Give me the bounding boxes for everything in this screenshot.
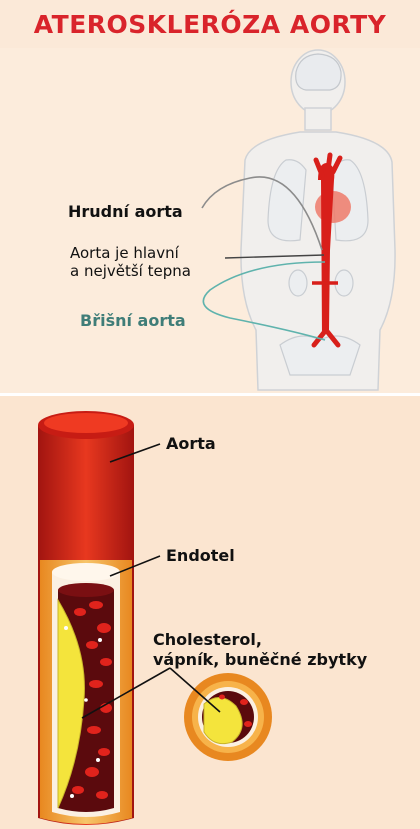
artery-cross-section <box>184 673 272 761</box>
abdominal-aorta-label: Břišní aorta <box>80 311 186 330</box>
endothel-label: Endotel <box>166 546 235 565</box>
left-kidney <box>288 269 308 297</box>
thoracic-aorta-label: Hrudní aorta <box>68 202 183 221</box>
plaque-label-line2: vápník, buněčné zbytky <box>153 650 368 669</box>
aorta-leader-line <box>109 443 161 463</box>
blood-cells <box>72 601 112 799</box>
plaque-deposit <box>57 598 85 809</box>
endothel-leader-line <box>109 555 161 577</box>
page-title: ATEROSKLERÓZA AORTY <box>33 10 387 39</box>
main-artery-label-line1: Aorta je hlavní <box>70 244 179 262</box>
panel-divider <box>0 393 420 396</box>
cross-section-leader-line <box>169 667 221 713</box>
thoracic-leader-line <box>201 176 323 251</box>
main-leader-line <box>224 254 325 259</box>
plaque-leader-line <box>81 667 171 719</box>
main-artery-label-line2: a největší tepna <box>70 262 191 280</box>
abdominal-leader-line <box>202 261 326 341</box>
brain-shape <box>295 53 342 91</box>
plaque-label-line1: Cholesterol, <box>153 630 262 649</box>
platelets <box>64 626 102 798</box>
aorta-vessel <box>318 163 335 336</box>
aorta-label: Aorta <box>166 434 216 453</box>
